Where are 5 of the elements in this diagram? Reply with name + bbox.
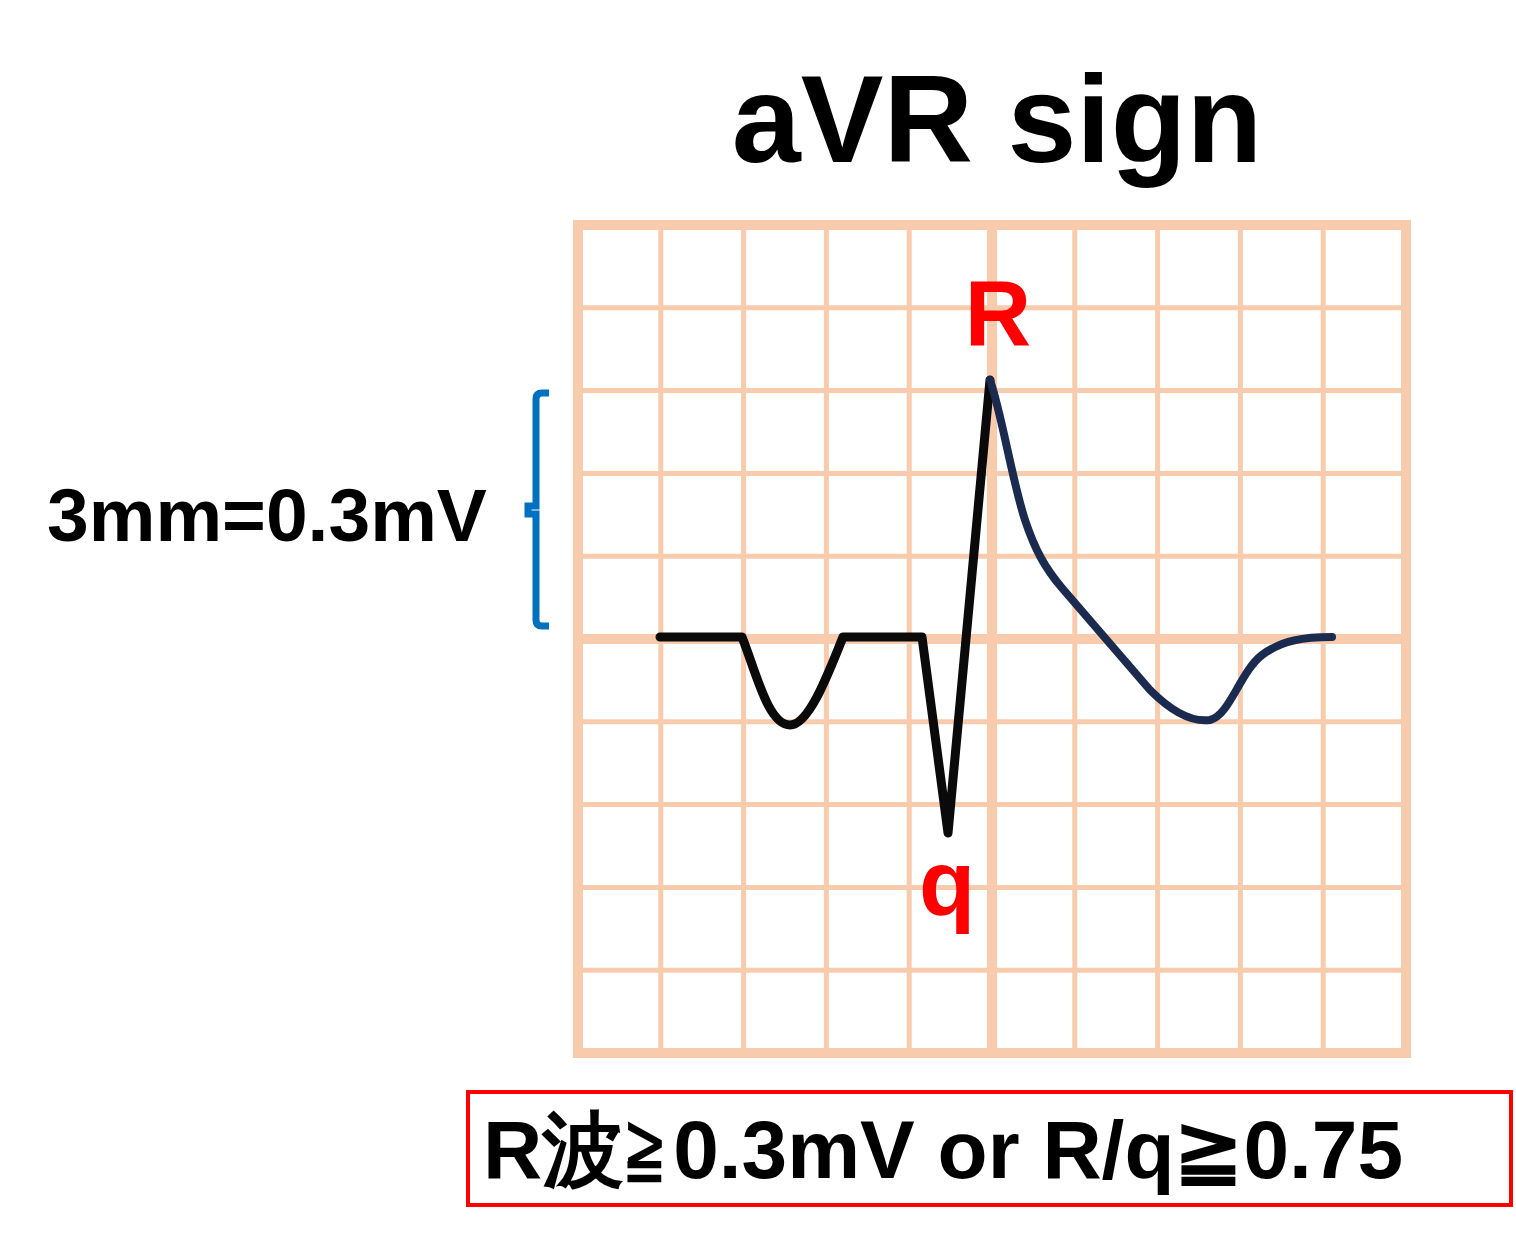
dimension-label: 3mm=0.3mV bbox=[47, 472, 487, 559]
wave-label: R bbox=[964, 261, 1032, 366]
title: aVR sign bbox=[731, 49, 1263, 190]
wave-label: q bbox=[918, 831, 976, 936]
criteria-box: R波≧0.3mV or R/q≧0.75 bbox=[466, 1090, 1513, 1207]
